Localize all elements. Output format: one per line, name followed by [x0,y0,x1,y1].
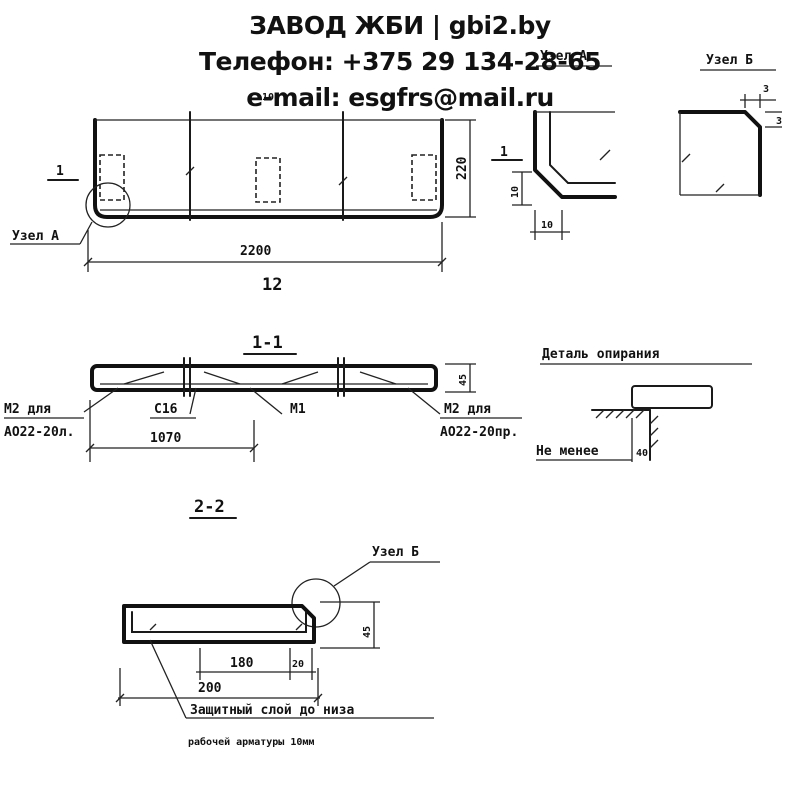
section-1-1-right-note-2: АО22-20пр. [440,425,518,440]
node-a-dim-horizontal: 10 [541,220,553,231]
support-detail-slab [631,385,713,409]
section-1-1: 1-1 45 М2 для АО22-20л. С16 М1 М2 для [4,333,522,462]
elevation-length-dim: 2200 [240,244,271,259]
header: ЗАВОД ЖБИ | gbi2.by Телефон: +375 29 134… [0,8,800,116]
support-detail-value: 40 [636,448,648,459]
node-a-callout-circle [85,182,131,228]
elevation-section-mark: 1 [56,164,64,179]
embedded-part-center [255,157,281,203]
node-b-dim-side: 3 [776,116,782,127]
elevation-view: 1 Узел А 220 10 2200 12 [10,92,476,295]
node-a-dim-vertical: 10 [510,186,521,198]
section-1-1-slab [90,364,438,392]
header-email: e-mail: esgfrs@mail.ru [246,83,554,112]
section-2-2-width-dim: 200 [198,681,222,696]
section-1-1-title: 1-1 [252,333,283,353]
node-b-title: Узел Б [706,53,753,68]
section-1-1-thickness-dim: 45 [458,374,469,386]
node-b-dim-top: 3 [763,84,769,95]
section-2-2-edge-dim: 20 [292,659,304,670]
section-2-2-note-1: Защитный слой до низа [190,703,355,718]
section-2-2-note-2: рабочей арматуры 10мм [188,736,314,748]
section-2-2-inner-dim: 180 [230,656,254,671]
section-1-1-c-label: С16 [154,402,178,417]
support-detail: Деталь опирания Не менее 40 [536,347,752,462]
support-detail-title: Деталь опирания [542,347,660,362]
node-b-detail: Узел Б 3 3 [678,53,782,197]
header-phone: Телефон: +375 29 134-28-65 [198,47,602,76]
elevation-height-dim: 220 [455,156,470,180]
support-detail-note: Не менее [536,444,599,459]
section-2-2: 2-2 Узел Б 45 180 20 200 Защитный сл [115,497,440,748]
section-1-1-half-length-dim: 1070 [150,431,181,446]
section-2-2-height-dim: 45 [362,626,373,638]
section-1-1-right-note-1: М2 для [444,402,491,417]
embedded-part-left [99,154,125,201]
header-title: ЗАВОД ЖБИ | gbi2.by [249,11,551,40]
section-1-1-m1-label: М1 [290,402,306,417]
section-2-2-outline [122,604,316,644]
section-1-1-left-note-2: АО22-20л. [4,425,74,440]
embedded-part-right [411,154,437,201]
elevation-length-mark: 12 [262,275,282,295]
elevation-outline [93,118,444,219]
node-a-outline [533,110,617,199]
elevation-top-dim: 10 [262,92,274,103]
section-2-2-title: 2-2 [194,497,225,517]
node-b-outline [678,110,762,197]
section-2-2-node-b-label: Узел Б [372,545,419,560]
node-a-detail: Узел А 1 10 10 [491,49,617,240]
section-1-1-left-note-1: М2 для [4,402,51,417]
node-a-mark: 1 [500,145,508,160]
elevation-node-a-label: Узел А [12,229,59,244]
node-a-title: Узел А [540,49,587,64]
